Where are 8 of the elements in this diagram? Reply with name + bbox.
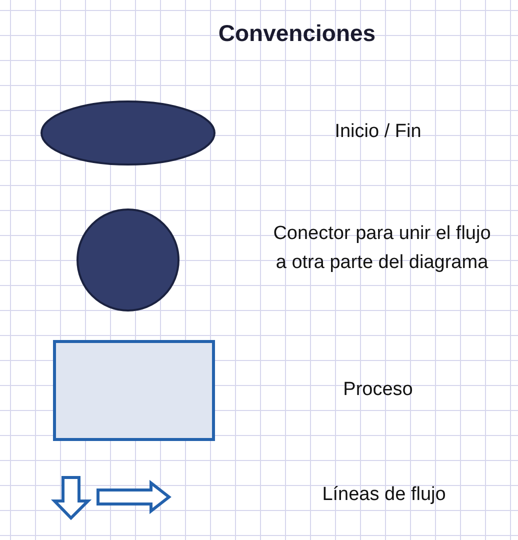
circle-shape: [76, 208, 180, 312]
shape-description: Inicio / Fin: [334, 120, 422, 144]
title: Convenciones: [217, 20, 377, 47]
box-shape: [53, 340, 215, 441]
shape-description: Proceso: [342, 378, 414, 402]
shape-description: Conector para unir el flujo a otra parte del diagrama: [272, 222, 492, 275]
shape-description: Líneas de flujo: [321, 483, 447, 507]
ellipse-shape: [40, 100, 216, 166]
